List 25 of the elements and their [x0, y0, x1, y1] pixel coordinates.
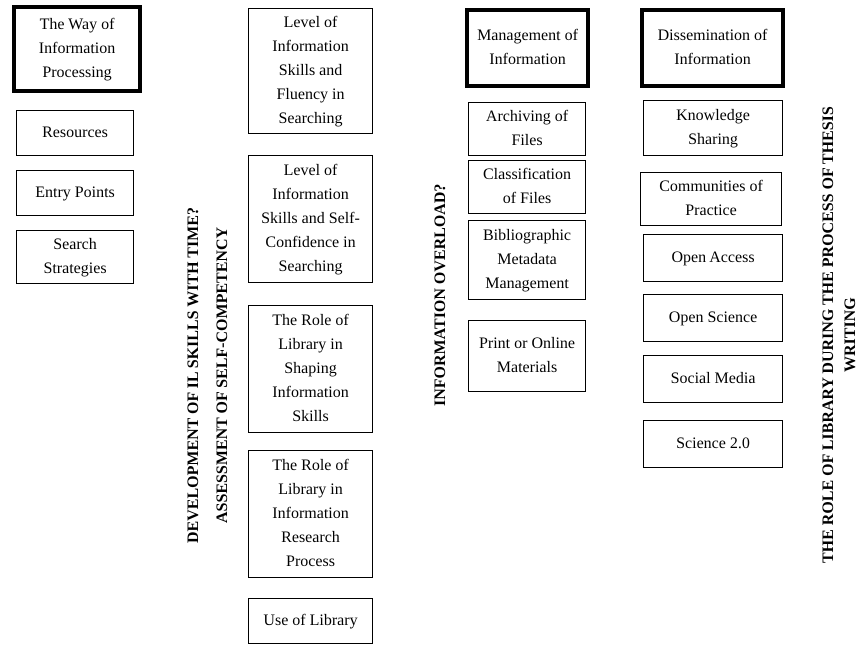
topic-box: Open Access: [643, 234, 783, 282]
topic-box: Classification of Files: [468, 160, 586, 214]
topic-box: Science 2.0: [643, 420, 783, 468]
topic-box: Use of Library: [248, 598, 373, 644]
topic-box: Communities of Practice: [640, 172, 782, 226]
topic-box: Resources: [16, 110, 134, 156]
topic-box: The Role of Library in Information Research Process: [248, 450, 373, 578]
topic-box: Knowledge Sharing: [643, 100, 783, 156]
topic-box: Level of Information Skills and Fluency in Searching: [248, 8, 373, 134]
topic-box: Social Media: [643, 355, 783, 403]
topic-box: Open Science: [643, 294, 783, 342]
vertical-heading: DEVELOPMENT OF IL SKILLS WITH TIME?: [184, 206, 203, 545]
vertical-heading: INFORMATION OVERLOAD?: [431, 182, 450, 408]
topic-box: The Role of Library in Shaping Information Skills: [248, 305, 373, 433]
topic-box: Entry Points: [16, 170, 134, 216]
heading-box: Management of Information: [465, 8, 590, 88]
heading-box: Dissemination of Information: [640, 8, 785, 88]
topic-box: Level of Information Skills and Self-Confidence in Searching: [248, 155, 373, 283]
heading-box: The Way of Information Processing: [12, 5, 142, 93]
topic-box: Bibliographic Metadata Management: [468, 220, 586, 300]
topic-box: Search Strategies: [16, 230, 134, 284]
topic-box: Print or Online Materials: [468, 320, 586, 392]
vertical-heading: THE ROLE OF LIBRARY DURING THE PROCESS OF THESIS WRITING: [819, 106, 860, 566]
topic-box: Archiving of Files: [468, 102, 586, 156]
vertical-heading: ASSESSMENT OF SELF-COMPETENCY: [213, 226, 232, 526]
